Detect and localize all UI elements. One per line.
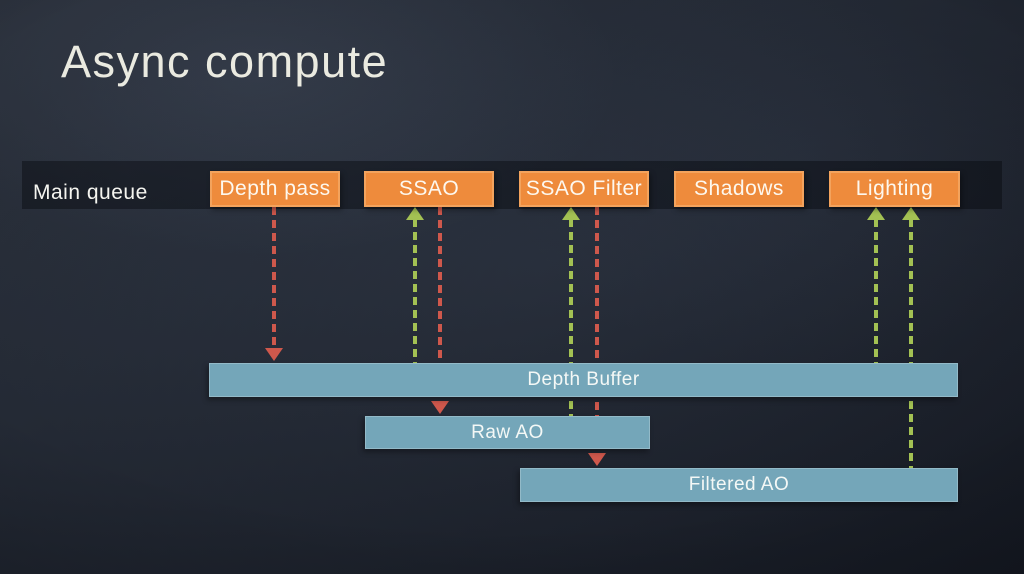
arrow-head-down-icon [431,401,449,414]
arrow-head-down-icon [588,453,606,466]
buffer-bar-filtered-ao: Filtered AO [520,468,958,502]
queue-box-label: SSAO Filter [525,177,643,200]
queue-box-label: Depth pass [219,177,331,200]
arrow-head-up-icon [562,207,580,220]
queue-box-lighting: Lighting [829,171,960,207]
arrow-filtered-ao-to-lighting [902,207,920,471]
arrow-depth-buffer-to-ssao [406,207,424,366]
slide-title: Async compute [61,36,389,87]
arrow-head-up-icon [902,207,920,220]
queue-box-depth-pass: Depth pass [210,171,340,207]
arrow-head-up-icon [406,207,424,220]
arrow-depth-pass-to-depth-buffer [265,207,283,361]
queue-box-label: Lighting [855,177,934,200]
arrow-dash-line [874,219,878,366]
buffer-bar-label: Depth Buffer [527,369,640,390]
arrow-head-down-icon [265,348,283,361]
arrow-head-up-icon [867,207,885,220]
arrow-dash-line [413,219,417,366]
arrow-dash-line [272,207,276,349]
queue-box-ssao: SSAO [364,171,494,207]
arrow-dash-line [909,219,913,471]
buffer-bar-label: Raw AO [471,421,544,443]
queue-box-ssao-filter: SSAO Filter [519,171,649,207]
queue-box-label: Shadows [694,177,784,200]
buffer-bar-depth-buffer: Depth Buffer [209,363,958,397]
queue-box-shadows: Shadows [674,171,804,207]
buffer-bar-label: Filtered AO [688,474,790,495]
main-queue-label: Main queue [33,181,148,204]
arrow-depth-buffer-to-lighting [867,207,885,366]
queue-box-label: SSAO [398,177,460,200]
buffer-bar-raw-ao: Raw AO [365,416,650,449]
